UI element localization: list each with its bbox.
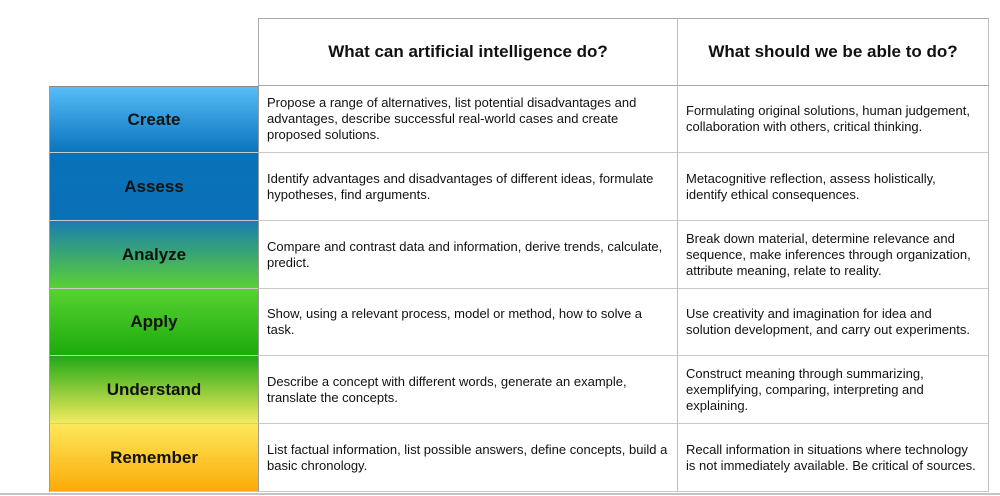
human-skill: Formulating original solutions, human ju… bbox=[678, 86, 989, 153]
level-label: Assess bbox=[49, 153, 259, 221]
ai-capability: Compare and contrast data and informatio… bbox=[259, 221, 678, 289]
ai-capability: Describe a concept with different words,… bbox=[259, 356, 678, 424]
human-skill: Construct meaning through summarizing, e… bbox=[678, 356, 989, 424]
level-label: Create bbox=[49, 86, 259, 153]
ai-capability: Show, using a relevant process, model or… bbox=[259, 289, 678, 356]
human-skill: Use creativity and imagination for idea … bbox=[678, 289, 989, 356]
human-skill: Recall information in situations where t… bbox=[678, 424, 989, 492]
ai-capability: List factual information, list possible … bbox=[259, 424, 678, 492]
header-human: What should we be able to do? bbox=[678, 18, 989, 86]
level-label: Understand bbox=[49, 356, 259, 424]
header-ai: What can artificial intelligence do? bbox=[258, 18, 678, 86]
bottom-divider bbox=[0, 493, 1000, 495]
level-label: Remember bbox=[49, 424, 259, 492]
ai-capability: Propose a range of alternatives, list po… bbox=[259, 86, 678, 153]
level-label: Analyze bbox=[49, 221, 259, 289]
human-skill: Break down material, determine relevance… bbox=[678, 221, 989, 289]
ai-capability: Identify advantages and disadvantages of… bbox=[259, 153, 678, 221]
level-label: Apply bbox=[49, 289, 259, 356]
human-skill: Metacognitive reflection, assess holisti… bbox=[678, 153, 989, 221]
